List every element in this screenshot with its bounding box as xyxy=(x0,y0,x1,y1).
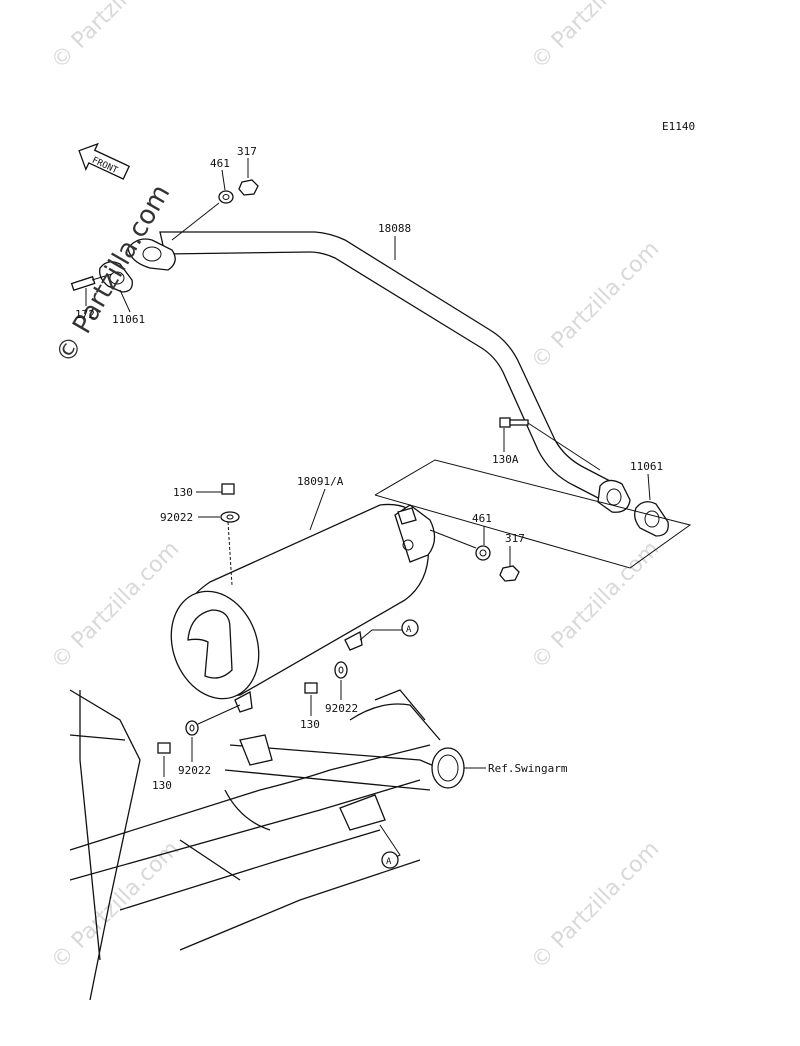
callout-bolt-130A: 130A xyxy=(492,453,519,466)
ref-a-bottom xyxy=(379,824,401,869)
watermark-text: © Partzilla.com xyxy=(527,0,665,74)
callout-stud-172: 172 xyxy=(75,308,95,321)
washer-461-mid xyxy=(475,545,491,561)
bolt-130A xyxy=(499,417,601,471)
nut-317-top xyxy=(238,179,259,196)
watermark-text: © Partzilla.com xyxy=(47,837,185,975)
callout-washer-92022-low: 92022 xyxy=(178,764,211,777)
watermark-text: © Partzilla.com xyxy=(527,537,665,675)
callout-muffler: 18091/A xyxy=(297,475,344,488)
exhaust-pipe xyxy=(127,231,631,513)
callout-nut-317-mid: 317 xyxy=(505,532,525,545)
front-gasket xyxy=(99,261,133,293)
front-arrow-icon: FRONT xyxy=(78,142,131,180)
callout-washer-461-mid: 461 xyxy=(472,512,492,525)
callout-ref-swingarm: Ref.Swingarm xyxy=(488,762,568,775)
watermark-text: © Partzilla.com xyxy=(527,237,665,375)
callout-bolt-130-top: 130 xyxy=(173,486,193,499)
washer-92022-top xyxy=(220,511,240,523)
callout-nut-317: 317 xyxy=(237,145,257,158)
callout-bolt-130-mid: 130 xyxy=(300,718,320,731)
callout-washer-92022-mid: 92022 xyxy=(325,702,358,715)
washer-461-top xyxy=(218,190,234,204)
washer-92022-mid xyxy=(334,661,348,679)
callout-washer-461: 461 xyxy=(210,157,230,170)
leader-line xyxy=(171,202,220,241)
bolt-130-mid xyxy=(304,682,318,694)
callout-ref-a-bottom: A xyxy=(386,857,392,867)
assembly-plane xyxy=(374,459,692,569)
nut-317-mid xyxy=(499,565,520,582)
callout-gasket-rear: 11061 xyxy=(630,460,663,473)
callout-washer-92022-top: 92022 xyxy=(160,511,193,524)
diagram-code: E1140 xyxy=(662,120,695,133)
callout-gasket-front: 11061 xyxy=(112,313,145,326)
watermark-text: © Partzilla.com xyxy=(47,537,185,675)
watermark-text: © Partzilla.com xyxy=(47,0,185,74)
callout-labels: 317 461 18088 172 11061 130A 11061 130 1… xyxy=(75,145,663,867)
stud-bolt xyxy=(70,273,113,292)
muffler xyxy=(170,503,436,713)
frame-swingarm xyxy=(69,689,465,1001)
bolt-130-top xyxy=(216,483,235,495)
watermark-text: © Partzilla.com xyxy=(527,837,665,975)
callout-ref-a-top: A xyxy=(406,625,412,635)
bolt-130-low xyxy=(157,742,171,754)
watermark-text: © Partzilla.com xyxy=(50,180,176,369)
rear-gasket xyxy=(634,501,669,537)
callout-bolt-130-low: 130 xyxy=(152,779,172,792)
ref-a-top xyxy=(359,619,419,641)
callout-pipe-18088: 18088 xyxy=(378,222,411,235)
washer-92022-low xyxy=(185,720,199,736)
